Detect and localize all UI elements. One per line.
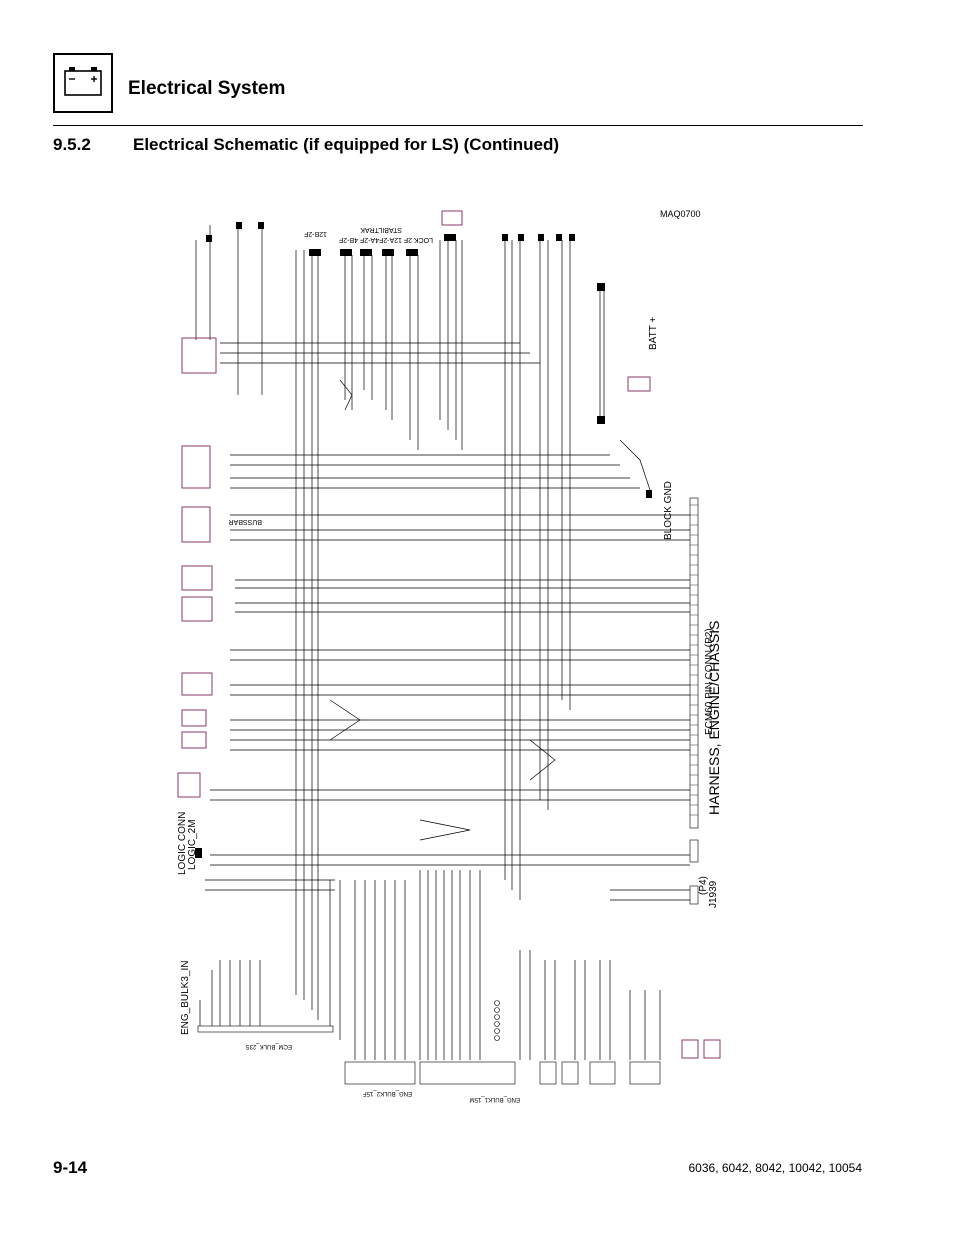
j1939-label: J1939 <box>708 880 719 908</box>
header-divider <box>53 125 863 126</box>
ecm60-pin-ticks <box>690 504 698 816</box>
battery-icon <box>64 67 102 96</box>
eng-bulk3-in-label: ENG_BULK3_IN <box>180 961 191 1035</box>
eng-bulk1-15m-label: ENG_BULK1_15M <box>470 1096 520 1102</box>
logic-conn-label: LOGIC CONN <box>177 812 188 875</box>
ecm60-label: ECM60 PIN CONN (P2) <box>704 628 715 735</box>
bottom-connectors <box>197 1025 661 1085</box>
logic-2m-label: LOGIC_2M <box>187 819 198 870</box>
section-title: Electrical System <box>128 78 286 99</box>
ecm-bulk-23s-label: ECM_BULK_23S <box>246 1043 292 1049</box>
connectors <box>195 222 652 858</box>
fuse-coil <box>494 1000 500 1041</box>
batt-label: BATT + <box>648 317 659 350</box>
conn-12a-2f-label: 12A-2F <box>379 236 402 243</box>
model-list: 6036, 6042, 8042, 10042, 10054 <box>688 1161 863 1175</box>
stabiltrak-label: STABILTRAK <box>360 226 402 233</box>
conn-4b-2f-label: 4B-2F <box>339 236 358 243</box>
p4-label: (P4) <box>698 876 709 895</box>
subsection-title: Electrical Schematic (if equipped for LS… <box>133 135 559 154</box>
block-gnd-label: BLOCK GND <box>663 481 674 540</box>
lock-2f-label: LOCK 2F <box>404 236 433 243</box>
conn-4a-2f-label: 4A-2F <box>360 236 379 243</box>
ecm60-pin-column <box>689 497 699 905</box>
components <box>177 210 721 1059</box>
figure-id: MAQ0700 <box>660 209 701 219</box>
page-number: 9-14 <box>53 1158 88 1177</box>
subsection-number: 9.5.2 <box>53 135 91 154</box>
eng-bulk2-15f-label: ENG_BULK2_15F <box>363 1090 412 1096</box>
harness-label: HARNESS, ENGINE/CHASSIS <box>706 621 722 816</box>
wiring <box>195 225 690 1060</box>
battery-icon-box <box>53 53 113 113</box>
busbar-label: BUSSBAR <box>229 518 262 525</box>
conn-12b-2f-label: 12B-2F <box>304 230 327 237</box>
